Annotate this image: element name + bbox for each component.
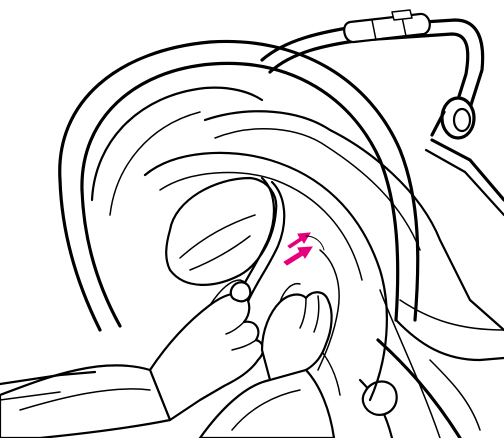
left-sleeve bbox=[0, 365, 170, 438]
canopy-flap-seam bbox=[430, 360, 480, 430]
canopy-flap bbox=[380, 290, 440, 438]
frame-bottom-clip bbox=[363, 382, 397, 415]
frame-back-tube-inner bbox=[270, 34, 468, 106]
motion-arrow-lower bbox=[284, 247, 312, 265]
handle-button bbox=[392, 10, 412, 20]
canopy-front-panel bbox=[396, 320, 504, 360]
right-hand-outline bbox=[262, 292, 332, 380]
canopy-left-end bbox=[60, 180, 100, 330]
headrest-cushion bbox=[166, 178, 276, 285]
frame-right-tube-inner bbox=[426, 150, 504, 215]
double-arrow-up-right-icon bbox=[284, 233, 324, 265]
strap-buckle bbox=[231, 282, 251, 301]
frame-right-tube bbox=[432, 140, 504, 200]
motion-arrow-upper bbox=[288, 233, 310, 248]
